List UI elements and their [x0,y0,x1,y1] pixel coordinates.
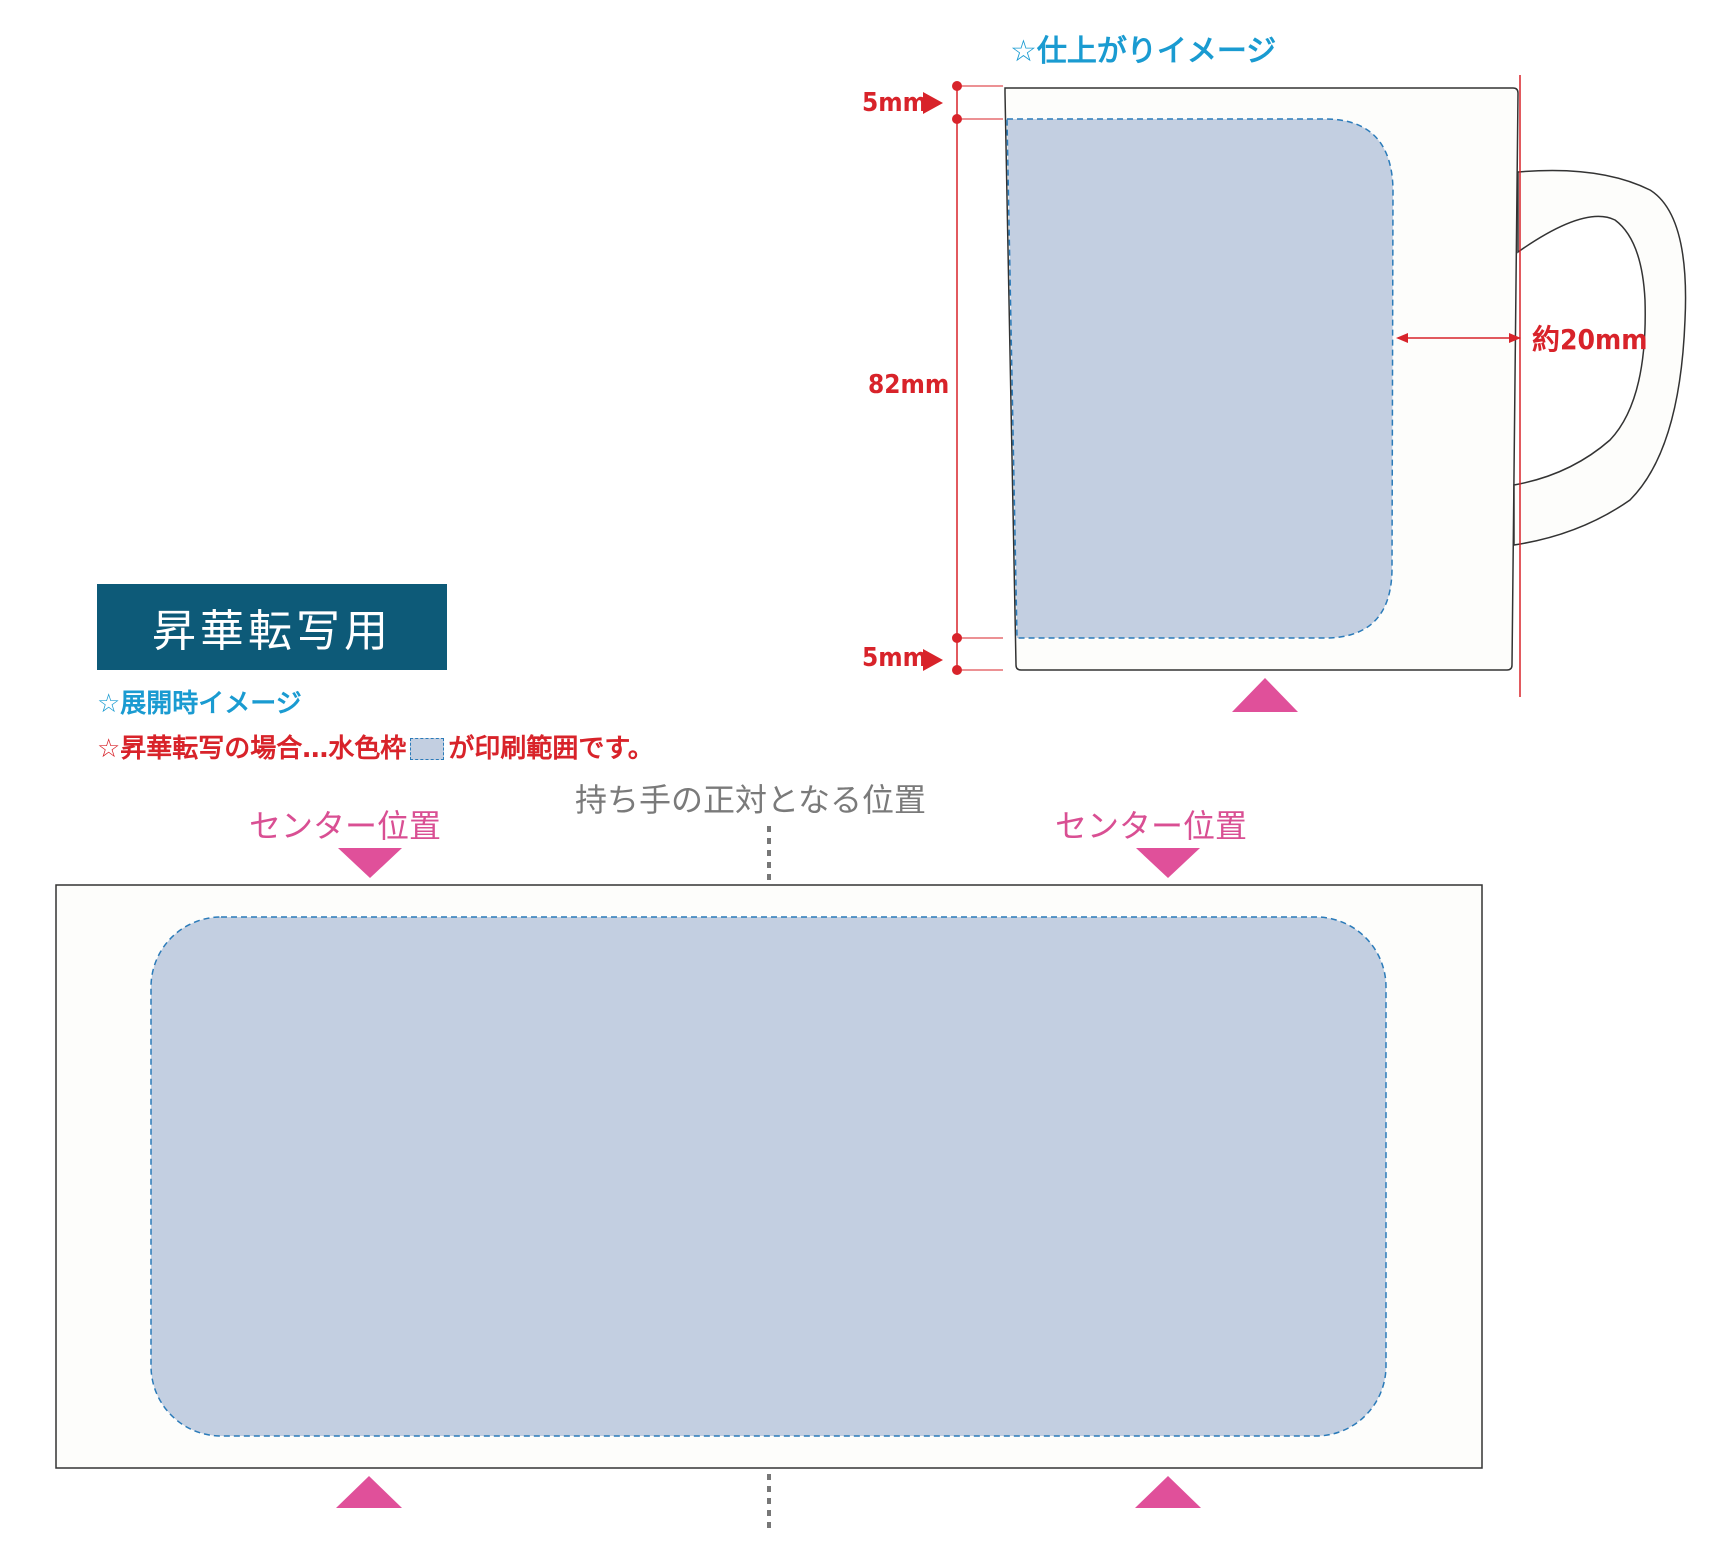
center-marker-bottom-left [336,1476,402,1508]
expanded-image-heading: ☆展開時イメージ [97,689,302,719]
dim-arrow-bottom [923,649,943,671]
height-dimension-lines [923,81,1003,675]
sublimation-badge: 昇華転写用 [97,584,447,670]
mug-side-view [1004,75,1687,712]
mug-print-area [1006,118,1394,639]
center-position-label-right: センター位置 [1055,807,1248,845]
print-area-note-before: ☆昇華転写の場合…水色枠 [97,734,407,764]
top-margin-label: 5mm [862,88,928,118]
handle-gap-arrowhead-right [1509,333,1521,343]
center-marker-top-right [1136,848,1200,878]
expanded-view [55,826,1483,1534]
mug-handle [1513,169,1687,546]
expanded-print-area [150,916,1387,1437]
print-area-note-after: が印刷範囲です。 [448,734,654,764]
bottom-margin-label: 5mm [862,643,928,673]
dim-dot-bottom [952,665,962,675]
mug-center-marker [1232,678,1298,712]
handle-gap-label: 約20mm [1532,323,1648,356]
center-marker-bottom-right [1135,1476,1201,1508]
center-marker-top-left [338,848,402,878]
dim-dot-top [952,81,962,91]
dim-dot-print-bottom [952,633,962,643]
print-area-legend-swatch [410,738,445,760]
finished-image-heading: ☆仕上がりイメージ [1010,34,1277,69]
height-label: 82mm [868,370,950,400]
center-position-label-left: センター位置 [249,807,442,845]
dim-arrow-top [923,92,943,114]
handle-gap-arrowhead-left [1396,333,1408,343]
print-area-note: ☆昇華転写の場合…水色枠 が印刷範囲です。 [97,728,654,765]
handle-opposite-label: 持ち手の正対となる位置 [575,781,927,819]
dim-dot-print-top [952,114,962,124]
